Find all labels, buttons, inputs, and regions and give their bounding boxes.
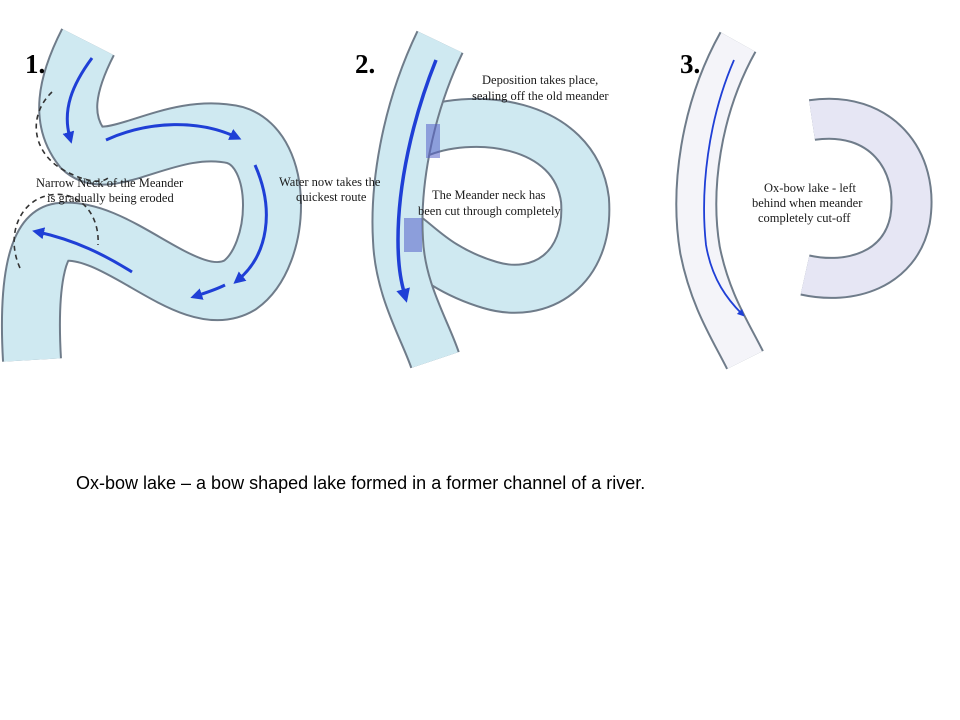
step-number-2: 2. <box>355 49 375 79</box>
river-water-1 <box>2 29 300 362</box>
note-neck-cut-line1: The Meander neck has <box>432 188 546 202</box>
note-narrow-neck-line2: is gradually being eroded <box>47 191 174 205</box>
flow-arrow-1c <box>233 164 268 284</box>
meander-diagram: 1. 2. 3. Narrow Neck of the Meander is g… <box>0 28 933 370</box>
step-number-1: 1. <box>25 49 45 79</box>
note-neck-cut-line2: been cut through completely <box>418 204 561 218</box>
panel-2 <box>371 30 611 369</box>
caption: Ox-bow lake – a bow shaped lake formed i… <box>76 473 646 493</box>
oxbow-lake-water <box>800 99 931 297</box>
flow-arrow-1e <box>32 227 133 274</box>
note-water-route-line1: Water now takes the <box>279 175 381 189</box>
eroded-bank-outline-upper <box>35 91 109 182</box>
flow-arrow-2 <box>396 59 438 303</box>
flow-arrow-1d <box>190 283 226 300</box>
flow-arrow-1a <box>62 57 94 144</box>
panel-3 <box>675 31 933 370</box>
note-oxbow-line2: behind when meander <box>752 196 863 210</box>
note-oxbow-line1: Ox-bow lake - left <box>764 181 857 195</box>
note-deposition-line1: Deposition takes place, <box>482 73 598 87</box>
flow-arrow-3 <box>703 59 745 317</box>
note-narrow-neck-line1: Narrow Neck of the Meander <box>36 176 184 190</box>
note-deposition-line2: sealing off the old meander <box>472 89 609 103</box>
flow-arrow-1b <box>105 123 242 142</box>
deposition-zone-lower <box>404 218 422 252</box>
deposition-zone-upper <box>426 124 440 158</box>
eroded-bank-outline-lower <box>13 193 99 269</box>
step-number-3: 3. <box>680 49 700 79</box>
panel-1 <box>0 28 302 362</box>
note-oxbow-line3: completely cut-off <box>758 211 851 225</box>
meander-loop-2-water <box>391 99 609 312</box>
river-water-3 <box>677 32 762 369</box>
note-water-route-line2: quickest route <box>296 190 367 204</box>
